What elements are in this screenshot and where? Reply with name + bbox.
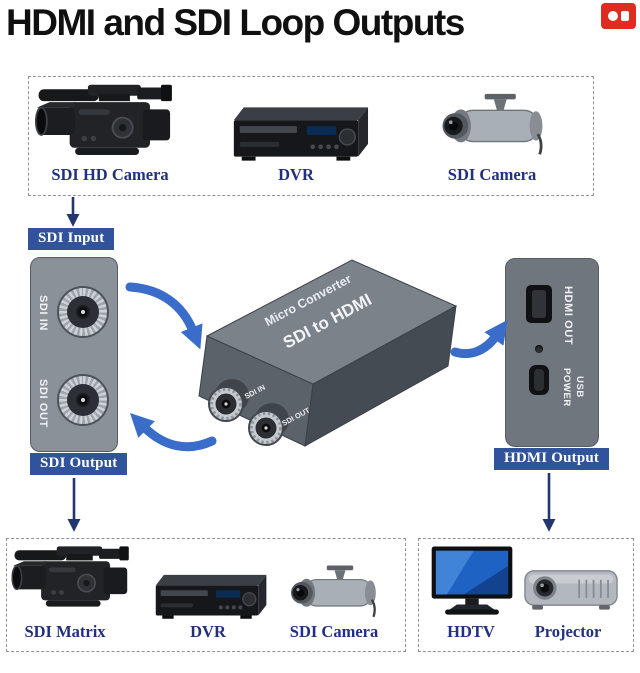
- bnc-pin-icon: [81, 310, 85, 314]
- converter-top-face: [205, 259, 458, 385]
- sdi-output-tag: SDI Output: [30, 453, 128, 475]
- sdi-hd-camera-label: SDI HD Camera: [51, 165, 169, 184]
- sdi-out-port-label: SDI OUT: [37, 378, 49, 428]
- hdmi-out-port: [526, 285, 552, 323]
- dvr-top-label: DVR: [278, 165, 314, 184]
- converter-brand-text: Micro Converter: [263, 272, 354, 329]
- converter-front-face: [198, 335, 314, 447]
- sdi-matrix-image: [10, 544, 138, 616]
- sdi-camera-bottom-label: SDI Camera: [289, 622, 379, 641]
- dvr-bottom-label: DVR: [190, 622, 226, 641]
- sdi-in-port-label: SDI IN: [37, 295, 49, 331]
- dvr-top-image: [222, 104, 370, 162]
- brand-logo-mark2-icon: [621, 11, 629, 21]
- sdi-camera-top-label: SDI Camera: [447, 165, 537, 184]
- sdi-camera-top-image: [434, 92, 550, 158]
- hdtv-image: [430, 544, 514, 618]
- converter-sdi-in-text: SDI IN: [243, 383, 267, 401]
- converter-model-text: SDI to HDMI: [280, 290, 375, 352]
- sdi-loop-panel: SDI IN SDI OUT: [30, 257, 118, 452]
- projector-image: [520, 560, 622, 616]
- arrow-converter-to-hdmi: [450, 319, 508, 359]
- bnc-pin-icon: [81, 398, 85, 402]
- converter-sdi-out-text: SDI OUT: [280, 405, 311, 427]
- led-hole-icon: [535, 345, 543, 353]
- hdmi-out-port-label: HDMI OUT: [562, 286, 574, 346]
- arrow-sdi-in-loop: [125, 282, 203, 350]
- hdmi-output-tag: HDMI Output: [494, 448, 610, 470]
- hdmi-power-panel: HDMI OUT USB POWER: [505, 258, 599, 447]
- converter-bnc-sdi-in: [208, 379, 249, 422]
- bnc-sdi-in-connector: [57, 286, 109, 338]
- arrow-sdi-out-loop: [129, 413, 217, 452]
- brand-logo: [601, 3, 636, 29]
- converter-bnc-sdi-out: [248, 403, 289, 446]
- projector-label: Projector: [534, 622, 602, 641]
- sdi-matrix-label: SDI Matrix: [24, 622, 106, 641]
- dvr-bottom-image: [146, 572, 268, 620]
- converter-image: Micro Converter SDI to HDMI SDI IN: [198, 259, 458, 447]
- usb-power-port: [529, 365, 549, 395]
- sdi-hd-camera-image: [32, 82, 184, 166]
- brand-logo-mark-icon: [608, 11, 618, 21]
- page-title: HDMI and SDI Loop Outputs: [6, 2, 465, 43]
- usb-power-port-label: USB POWER: [561, 367, 585, 407]
- converter-right-face: [304, 305, 457, 447]
- sdi-input-tag: SDI Input: [28, 228, 115, 250]
- hdtv-label: HDTV: [447, 622, 495, 641]
- bnc-sdi-out-connector: [57, 374, 109, 426]
- sdi-camera-bottom-image: [280, 564, 386, 620]
